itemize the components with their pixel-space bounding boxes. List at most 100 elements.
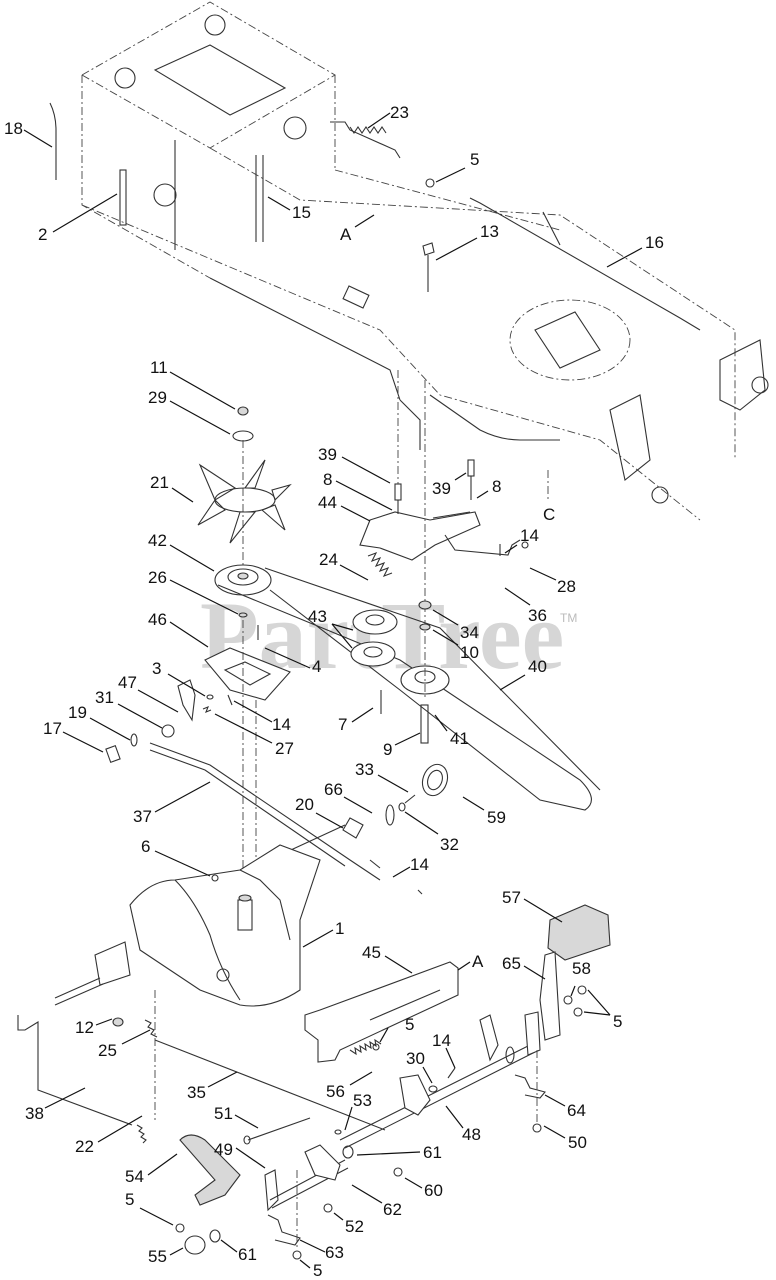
callout-5c: 5: [379, 1015, 414, 1043]
part-66-washer: [385, 804, 395, 826]
callout-5e: 5: [299, 1259, 322, 1280]
callout-label: 47: [118, 673, 137, 692]
leader-line: [351, 707, 374, 723]
part-40-belt: [217, 584, 592, 811]
part-16-lead: [542, 211, 561, 246]
leader-line: [504, 587, 531, 606]
leader-line: [167, 673, 206, 697]
part-53-clip: [334, 1129, 342, 1135]
ref-A-top: A: [340, 214, 375, 244]
callout-22: 22: [75, 1115, 143, 1156]
callout-32: 32: [404, 811, 459, 854]
part-31-bushing: [161, 724, 175, 738]
callout-label: 29: [148, 388, 167, 407]
leader-line: [404, 1177, 423, 1189]
leader-line: [137, 689, 179, 713]
part-52-nut: [323, 1203, 333, 1213]
leader-line: [529, 567, 557, 581]
callout-label: 56: [326, 1082, 345, 1101]
frame-lower-edge: [429, 394, 560, 441]
callout-label: 64: [567, 1101, 586, 1120]
part-34-nut: [418, 600, 432, 610]
part-43-idler-pulley: [352, 609, 398, 635]
frame-side-boss: [283, 116, 307, 140]
part-20-fan-hub: [342, 817, 364, 839]
callout-8b: 8: [476, 477, 501, 499]
callout-label: 21: [150, 473, 169, 492]
callout-label: 65: [502, 954, 521, 973]
callout-61a: 61: [356, 1143, 442, 1162]
part-51-pin: [247, 1117, 311, 1141]
callout-48: 48: [445, 1105, 481, 1144]
leader-line: [499, 674, 526, 691]
part-5-bolt: [292, 1250, 302, 1260]
frame-top-boss: [114, 67, 136, 89]
callout-label: 24: [319, 550, 338, 569]
leader-line: [445, 1105, 464, 1129]
frame-rear-bracket: [719, 339, 766, 411]
callout-label: 11: [150, 358, 168, 377]
leader-line: [169, 371, 236, 410]
part-29-washer: [232, 430, 254, 442]
callout-12: 12: [75, 1018, 113, 1037]
part-33-bolt: [404, 794, 416, 804]
callout-label: 22: [75, 1137, 94, 1156]
frame-rail-bottom: [81, 204, 701, 521]
callout-label: 61: [238, 1245, 257, 1264]
leader-line: [169, 579, 239, 615]
callout-label: 45: [362, 943, 381, 962]
leader-line: [354, 214, 375, 228]
leader-line: [379, 1027, 389, 1043]
leader-line: [377, 774, 409, 793]
callout-43: 43: [308, 607, 354, 649]
leader-line: [299, 1239, 326, 1253]
leader-line: [95, 1018, 113, 1026]
callout-24: 24: [319, 550, 369, 581]
callout-25: 25: [98, 1029, 151, 1060]
callout-label: 39: [318, 445, 337, 464]
part-14-pin: [417, 889, 423, 895]
callout-49: 49: [214, 1140, 266, 1169]
callout-55: 55: [148, 1247, 184, 1266]
callout-label: 5: [405, 1015, 414, 1034]
callout-label: 14: [410, 855, 429, 874]
callout-11: 11: [150, 358, 236, 410]
leader-line: [341, 456, 391, 484]
part-1-transmission: [54, 844, 321, 1027]
part-44-idler-bracket: [359, 511, 481, 561]
leader-line: [264, 647, 311, 669]
part-65-pedal-arm: [539, 951, 561, 1041]
callout-14c: 14: [392, 855, 429, 878]
leader-line: [267, 196, 291, 211]
callout-label: 10: [460, 643, 479, 662]
callout-5d: 5: [125, 1190, 174, 1226]
callout-label: 54: [125, 1167, 144, 1186]
part-10-nut: [419, 623, 431, 631]
callout-39a: 39: [318, 445, 391, 484]
leader-line: [523, 898, 563, 923]
callout-label: 5: [125, 1190, 134, 1209]
part-21-fan: [197, 459, 292, 544]
leader-line: [169, 544, 215, 572]
leader-line: [121, 1029, 151, 1045]
callout-26: 26: [148, 568, 239, 615]
leader-line: [504, 544, 518, 554]
callout-63: 63: [299, 1239, 344, 1262]
part-50-bolt: [532, 1123, 542, 1133]
callout-label: 60: [424, 1181, 443, 1200]
part-5-bolt: [573, 1007, 583, 1017]
callout-1: 1: [302, 919, 344, 948]
part-56-spring: [349, 1038, 382, 1056]
callout-label: 59: [487, 808, 506, 827]
callout-35: 35: [187, 1071, 238, 1102]
callout-label: 43: [308, 607, 327, 626]
leader-line: [302, 929, 334, 948]
frame-top-outline: [81, 1, 336, 149]
part-13-nut: [422, 242, 435, 256]
callout-label: 13: [480, 222, 499, 241]
callout-13: 13: [435, 222, 499, 261]
callout-56: 56: [326, 1071, 373, 1101]
leader-line: [462, 796, 485, 811]
callout-label: 23: [390, 103, 409, 122]
part-44-slot: [432, 511, 471, 519]
